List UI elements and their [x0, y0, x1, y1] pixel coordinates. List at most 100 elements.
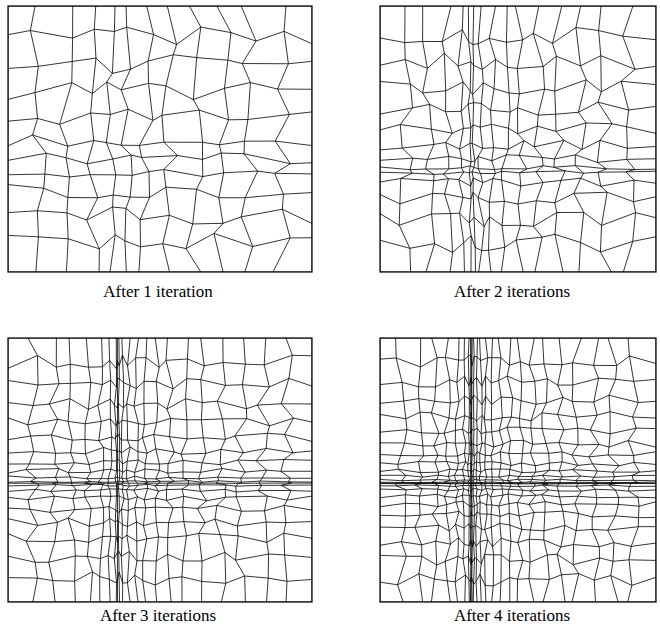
mesh-edge: [8, 488, 312, 492]
mesh-edge: [139, 6, 154, 272]
mesh-panel: [380, 6, 656, 272]
mesh-edge: [8, 518, 312, 527]
mesh-edge: [241, 6, 257, 272]
mesh-edge: [380, 166, 656, 170]
mesh-edge: [533, 6, 544, 272]
mesh-edge: [8, 447, 312, 454]
mesh-edge: [8, 109, 312, 124]
mesh-edge: [214, 6, 231, 272]
mesh-edge: [8, 418, 312, 426]
mesh-edge: [380, 469, 656, 473]
mesh-edge: [621, 6, 635, 272]
mesh-edge: [8, 135, 312, 146]
mesh-edge: [121, 6, 132, 272]
mesh-edge: [8, 355, 312, 369]
mesh-edge: [186, 6, 203, 272]
mesh-edge: [181, 338, 189, 602]
mesh-edge: [380, 212, 656, 226]
mesh-edge: [380, 479, 656, 481]
mesh-edge: [501, 6, 510, 272]
panel-border: [380, 6, 656, 272]
mesh-edge: [380, 192, 656, 204]
mesh-edge: [380, 554, 656, 565]
mesh-edge: [166, 338, 174, 602]
mesh-edge: [597, 6, 612, 272]
mesh-edge: [515, 6, 527, 272]
panel-caption: After 2 iterations: [454, 282, 570, 302]
mesh-edge: [380, 234, 656, 252]
mesh-edge: [380, 485, 656, 487]
mesh-edge: [380, 80, 656, 95]
mesh-edge: [8, 505, 312, 512]
mesh-edge: [380, 395, 656, 405]
mesh-edge: [542, 338, 550, 602]
panel-caption: After 1 iteration: [103, 282, 213, 302]
mesh-edge: [68, 338, 76, 602]
mesh-panel: [8, 6, 312, 272]
mesh-edge: [423, 6, 435, 272]
panel-border: [8, 6, 312, 272]
mesh-edge: [498, 338, 503, 602]
mesh-edge: [628, 338, 640, 602]
mesh-edge: [281, 338, 294, 602]
mesh-edge: [84, 338, 92, 602]
mesh-edge: [8, 170, 312, 177]
panel-border: [8, 338, 312, 602]
mesh-edge: [8, 27, 312, 44]
mesh-edge: [8, 481, 312, 483]
mesh-edge: [8, 483, 312, 484]
mesh-edge: [380, 102, 656, 115]
mesh-edge: [552, 6, 565, 272]
mesh-edge: [380, 461, 656, 465]
mesh-edge: [87, 6, 100, 272]
mesh-edge: [380, 155, 656, 163]
mesh-edge: [380, 140, 656, 150]
mesh-edge: [380, 483, 656, 484]
mesh-edge: [380, 494, 656, 498]
mesh-edge: [162, 6, 177, 272]
mesh-edge: [399, 6, 413, 272]
mesh-edge: [8, 378, 312, 389]
mesh-edge: [468, 338, 470, 602]
mesh-edge: [380, 481, 656, 483]
mesh-edge: [380, 440, 656, 447]
mesh-edge: [488, 6, 495, 272]
panel-caption: After 4 iterations: [454, 606, 570, 626]
mesh-edge: [589, 338, 600, 602]
panel-caption: After 3 iterations: [100, 606, 216, 626]
mesh-edge: [380, 53, 656, 69]
mesh-edge: [491, 338, 494, 602]
mesh-edge: [8, 153, 312, 164]
mesh-edge: [380, 452, 656, 457]
mesh-edge: [8, 460, 312, 465]
mesh-edge: [380, 501, 656, 506]
mesh-edge: [8, 433, 312, 441]
mesh-edge: [380, 574, 656, 586]
mesh-edge: [458, 6, 464, 272]
mesh-edge: [574, 6, 586, 272]
mesh-edge: [517, 338, 523, 602]
mesh-edge: [273, 6, 290, 272]
mesh-edge: [8, 572, 312, 585]
mesh-panel: [8, 338, 312, 602]
mesh-edge: [60, 6, 73, 272]
mesh-edge: [106, 6, 115, 272]
mesh-edge: [380, 171, 656, 174]
mesh-edge: [235, 338, 247, 602]
mesh-edge: [380, 123, 656, 134]
mesh-panel: [380, 338, 656, 602]
mesh-edge: [472, 6, 475, 272]
mesh-edge: [380, 483, 656, 485]
mesh-edge: [8, 469, 312, 474]
mesh-edge: [380, 28, 656, 45]
mesh-edge: [380, 511, 656, 518]
mesh-edge: [8, 207, 312, 224]
mesh-edge: [380, 488, 656, 491]
panel-border: [380, 338, 656, 602]
mesh-edge: [380, 355, 656, 367]
mesh-edge: [8, 484, 312, 486]
mesh-edge: [108, 338, 112, 602]
mesh-edge: [557, 338, 565, 602]
